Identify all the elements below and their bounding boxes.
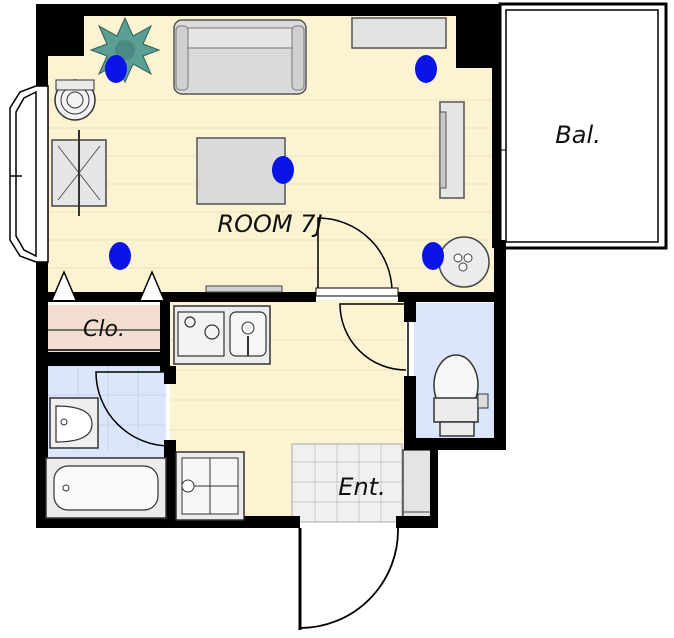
kitchen xyxy=(173,305,271,521)
table-icon xyxy=(196,137,286,205)
entrance-area: Ent. xyxy=(291,443,432,523)
bathroom xyxy=(45,397,167,519)
marker-dot xyxy=(415,55,437,83)
marker-dot xyxy=(109,242,131,270)
balcony: Bal. xyxy=(498,2,668,250)
closet-floor xyxy=(48,305,164,353)
heater-icon xyxy=(205,285,283,293)
bathtub-icon xyxy=(45,457,167,519)
desk-icon xyxy=(51,130,107,216)
balcony-label: Bal. xyxy=(555,121,600,149)
markers xyxy=(105,55,444,270)
furniture xyxy=(51,16,490,293)
marker-dot xyxy=(105,55,127,83)
cabinet-icon xyxy=(351,17,447,49)
sofa-icon xyxy=(173,19,307,95)
closet: Clo. xyxy=(48,270,165,351)
tv-stand-icon xyxy=(439,101,465,199)
toilet-icon xyxy=(433,354,489,437)
washbasin-icon xyxy=(49,397,99,449)
closet-label: Clo. xyxy=(83,317,125,342)
room-label: ROOM 7J xyxy=(217,210,322,238)
marker-dot xyxy=(422,242,444,270)
walls xyxy=(36,4,506,528)
stove-icon xyxy=(177,311,225,357)
bay-window xyxy=(9,85,49,263)
round-chair-icon xyxy=(54,79,96,121)
marker-dot xyxy=(272,156,294,184)
shoe-cabinet xyxy=(402,449,432,519)
entrance-label: Ent. xyxy=(338,473,385,501)
washing-machine-icon xyxy=(175,451,245,521)
balcony-floor xyxy=(506,8,658,240)
doors xyxy=(95,217,409,630)
side-table-icon xyxy=(438,236,490,288)
